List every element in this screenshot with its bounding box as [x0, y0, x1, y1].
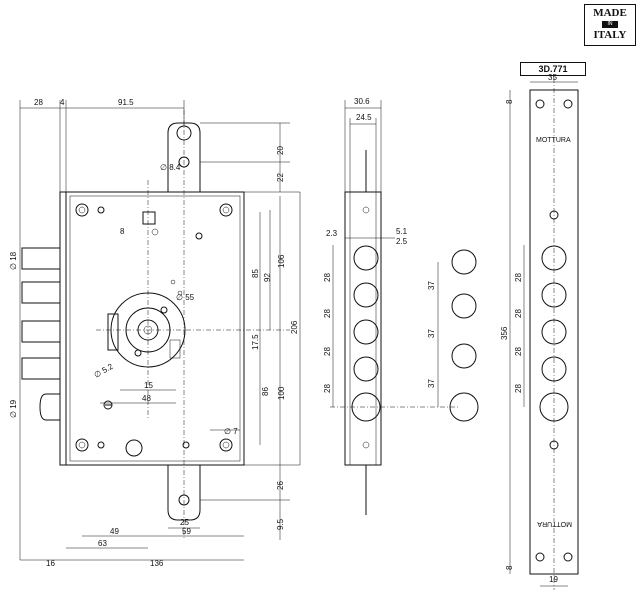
bolt-profile-view: [437, 249, 479, 422]
dim-136: 136: [150, 559, 164, 568]
dim-91-5: 91.5: [118, 98, 134, 107]
dim-92: 92: [263, 273, 272, 282]
badge-in: IN: [602, 21, 618, 28]
dim-48: 48: [142, 394, 151, 403]
bolt-group: [21, 247, 61, 421]
side-28-c: 28: [323, 347, 332, 356]
side-dimension-labels: 30.6 24.5 2.3 5.1 2.5 28 28 28 28: [323, 97, 408, 393]
mid-37-b: 37: [427, 329, 436, 338]
bolt-profile-labels: 37 37 37: [427, 281, 436, 388]
dim-49: 49: [110, 527, 119, 536]
front-dimensions: [19, 100, 301, 561]
dim-35: 35: [548, 73, 557, 82]
dim-9-5: 9.5: [276, 518, 285, 530]
dim-19-bottom: 19: [549, 575, 558, 584]
dim-26: 26: [276, 481, 285, 490]
dim-106: 106: [277, 254, 286, 268]
badge-italy: ITALY: [593, 29, 627, 41]
lock-side-view: [330, 100, 460, 515]
dim-55: ∅ 55: [176, 293, 195, 302]
badge-made: MADE: [593, 7, 627, 19]
dim-8-4: ∅ 8.4: [160, 163, 181, 172]
dim-86: 86: [261, 387, 270, 396]
model-label: 3D.771: [520, 62, 586, 76]
side-28-d: 28: [323, 384, 332, 393]
dim-22: 22: [276, 173, 285, 182]
dim-100: 100: [277, 386, 286, 400]
right-28-d: 28: [514, 384, 523, 393]
dim-356: 356: [500, 326, 509, 340]
dim-5-1: 5.1: [396, 227, 408, 236]
dim-16: 16: [46, 559, 55, 568]
side-28-b: 28: [323, 309, 332, 318]
brand-bottom: MOTTURA: [537, 520, 572, 527]
dim-17-5: 17.5: [251, 334, 260, 350]
right-28-b: 28: [514, 309, 523, 318]
faceplate-view: MOTTURA MOTTURA: [509, 78, 579, 590]
dim-18: ∅ 18: [9, 251, 18, 270]
dim-206: 206: [290, 320, 299, 334]
faceplate-labels: 35 8 356 19 8 28 28 28 28: [500, 73, 558, 584]
front-dimension-labels: 28 4 91.5 20 22 ∅ 8.4 8 ∅ 18 ∅ 55 85 106…: [9, 98, 299, 568]
brand-top: MOTTURA: [536, 137, 571, 144]
side-28-a: 28: [323, 273, 332, 282]
dim-28: 28: [34, 98, 43, 107]
dim-63: 63: [98, 539, 107, 548]
dim-20: 20: [276, 146, 285, 155]
right-28-a: 28: [514, 273, 523, 282]
dim-5-2: ∅ 5.2: [93, 362, 116, 380]
made-in-italy-badge: MADE IN ITALY: [584, 4, 636, 46]
dim-24-5: 24.5: [356, 113, 372, 122]
dim-2-5: 2.5: [396, 237, 408, 246]
mid-37-c: 37: [427, 379, 436, 388]
dim-4: 4: [60, 98, 65, 107]
mid-37-a: 37: [427, 281, 436, 290]
dim-8-top: 8: [505, 99, 514, 104]
dim-15: 15: [144, 381, 153, 390]
dim-8-bottom: 8: [505, 565, 514, 570]
right-28-c: 28: [514, 347, 523, 356]
dim-85: 85: [251, 269, 260, 278]
dim-30-6: 30.6: [354, 97, 370, 106]
dim-59: 59: [182, 527, 191, 536]
dim-8-square: 8: [120, 227, 125, 236]
dim-7: ∅ 7: [224, 427, 238, 436]
dim-25: 25: [180, 518, 189, 527]
dim-19: ∅ 19: [9, 399, 18, 418]
dim-2-3: 2.3: [326, 229, 338, 238]
lock-body-front: [21, 110, 290, 540]
